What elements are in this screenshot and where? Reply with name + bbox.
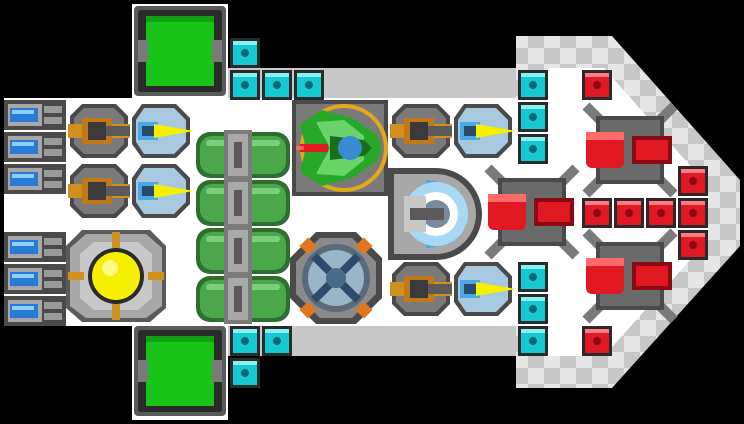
hatch-bottom[interactable] — [134, 326, 226, 416]
cyan-block-12[interactable] — [262, 326, 292, 356]
cyan-block-1[interactable] — [230, 38, 260, 68]
fuel-tanks — [196, 130, 290, 324]
red-block-8[interactable] — [582, 326, 612, 356]
laser-emitter-4[interactable] — [454, 262, 516, 316]
cyan-block-9[interactable] — [518, 294, 548, 324]
battery-cell-5[interactable] — [4, 264, 66, 294]
battery-cell-3[interactable] — [4, 164, 66, 194]
cyan-block-3[interactable] — [262, 70, 292, 100]
red-block-5[interactable] — [678, 166, 708, 196]
battery-cell-4[interactable] — [4, 232, 66, 262]
autocannon-turret-1[interactable] — [68, 104, 130, 158]
fuel-tank-1[interactable] — [196, 130, 290, 180]
cyan-block-4[interactable] — [294, 70, 324, 100]
cyan-block-8[interactable] — [518, 262, 548, 292]
red-block-7[interactable] — [678, 230, 708, 260]
cyan-block-7[interactable] — [518, 134, 548, 164]
red-block-2[interactable] — [582, 198, 612, 228]
hatch-top[interactable] — [134, 6, 226, 96]
cyan-block-5[interactable] — [518, 70, 548, 100]
shield-dome[interactable] — [388, 168, 482, 260]
laser-emitter-2[interactable] — [132, 164, 194, 218]
autocannon-turret-2[interactable] — [68, 164, 130, 218]
red-block-4[interactable] — [646, 198, 676, 228]
red-armor-blocks — [582, 70, 708, 356]
fuel-tank-3[interactable] — [196, 226, 290, 276]
battery-cell-6[interactable] — [4, 296, 66, 326]
red-block-3[interactable] — [614, 198, 644, 228]
fuel-tank-2[interactable] — [196, 178, 290, 228]
cooling-fan[interactable] — [290, 232, 382, 324]
cockpit[interactable] — [292, 100, 388, 196]
battery-cell-2[interactable] — [4, 132, 66, 162]
red-thruster-3[interactable] — [582, 228, 678, 324]
autocannon-turret-4[interactable] — [390, 262, 452, 316]
turrets — [68, 104, 516, 316]
cyan-block-13[interactable] — [230, 358, 260, 388]
laser-emitter-3[interactable] — [454, 104, 516, 158]
battery-cell-1[interactable] — [4, 100, 66, 130]
cyan-armor-blocks — [230, 38, 548, 388]
reactor-core[interactable] — [66, 230, 166, 322]
cyan-block-11[interactable] — [230, 326, 260, 356]
cyan-block-10[interactable] — [518, 326, 548, 356]
red-thruster-1[interactable] — [484, 164, 580, 260]
red-block-1[interactable] — [582, 70, 612, 100]
red-thruster-2[interactable] — [582, 102, 678, 198]
fuel-tank-4[interactable] — [196, 274, 290, 324]
battery-cells — [4, 100, 66, 326]
cyan-block-6[interactable] — [518, 102, 548, 132]
autocannon-turret-3[interactable] — [390, 104, 452, 158]
cyan-block-2[interactable] — [230, 70, 260, 100]
red-thrusters — [484, 102, 678, 324]
laser-emitter-1[interactable] — [132, 104, 194, 158]
red-block-6[interactable] — [678, 198, 708, 228]
